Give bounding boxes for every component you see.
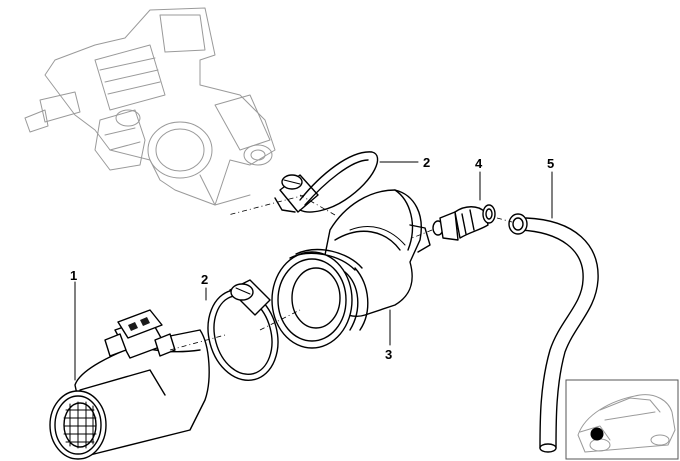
callout-5[interactable]: 5 — [547, 156, 554, 171]
honeycomb-grid — [63, 401, 97, 449]
callout-3[interactable]: 3 — [385, 347, 392, 362]
callout-2-lower[interactable]: 2 — [201, 272, 208, 287]
hose-clamp-upper — [274, 151, 379, 213]
callout-4[interactable]: 4 — [475, 156, 483, 171]
rubber-boot — [271, 189, 431, 349]
callout-1[interactable]: 1 — [70, 268, 77, 283]
hose-fitting — [432, 204, 496, 241]
callout-2-upper[interactable]: 2 — [423, 155, 430, 170]
hose-clamp-lower — [207, 279, 279, 381]
car-location-thumbnail[interactable] — [565, 379, 679, 460]
throttle-body-ghost — [24, 7, 276, 206]
vent-hose — [508, 213, 599, 453]
car-location-icon — [577, 394, 676, 453]
air-mass-meter — [49, 309, 210, 460]
assembly-lines — [169, 194, 513, 351]
leader-lines — [74, 161, 553, 381]
